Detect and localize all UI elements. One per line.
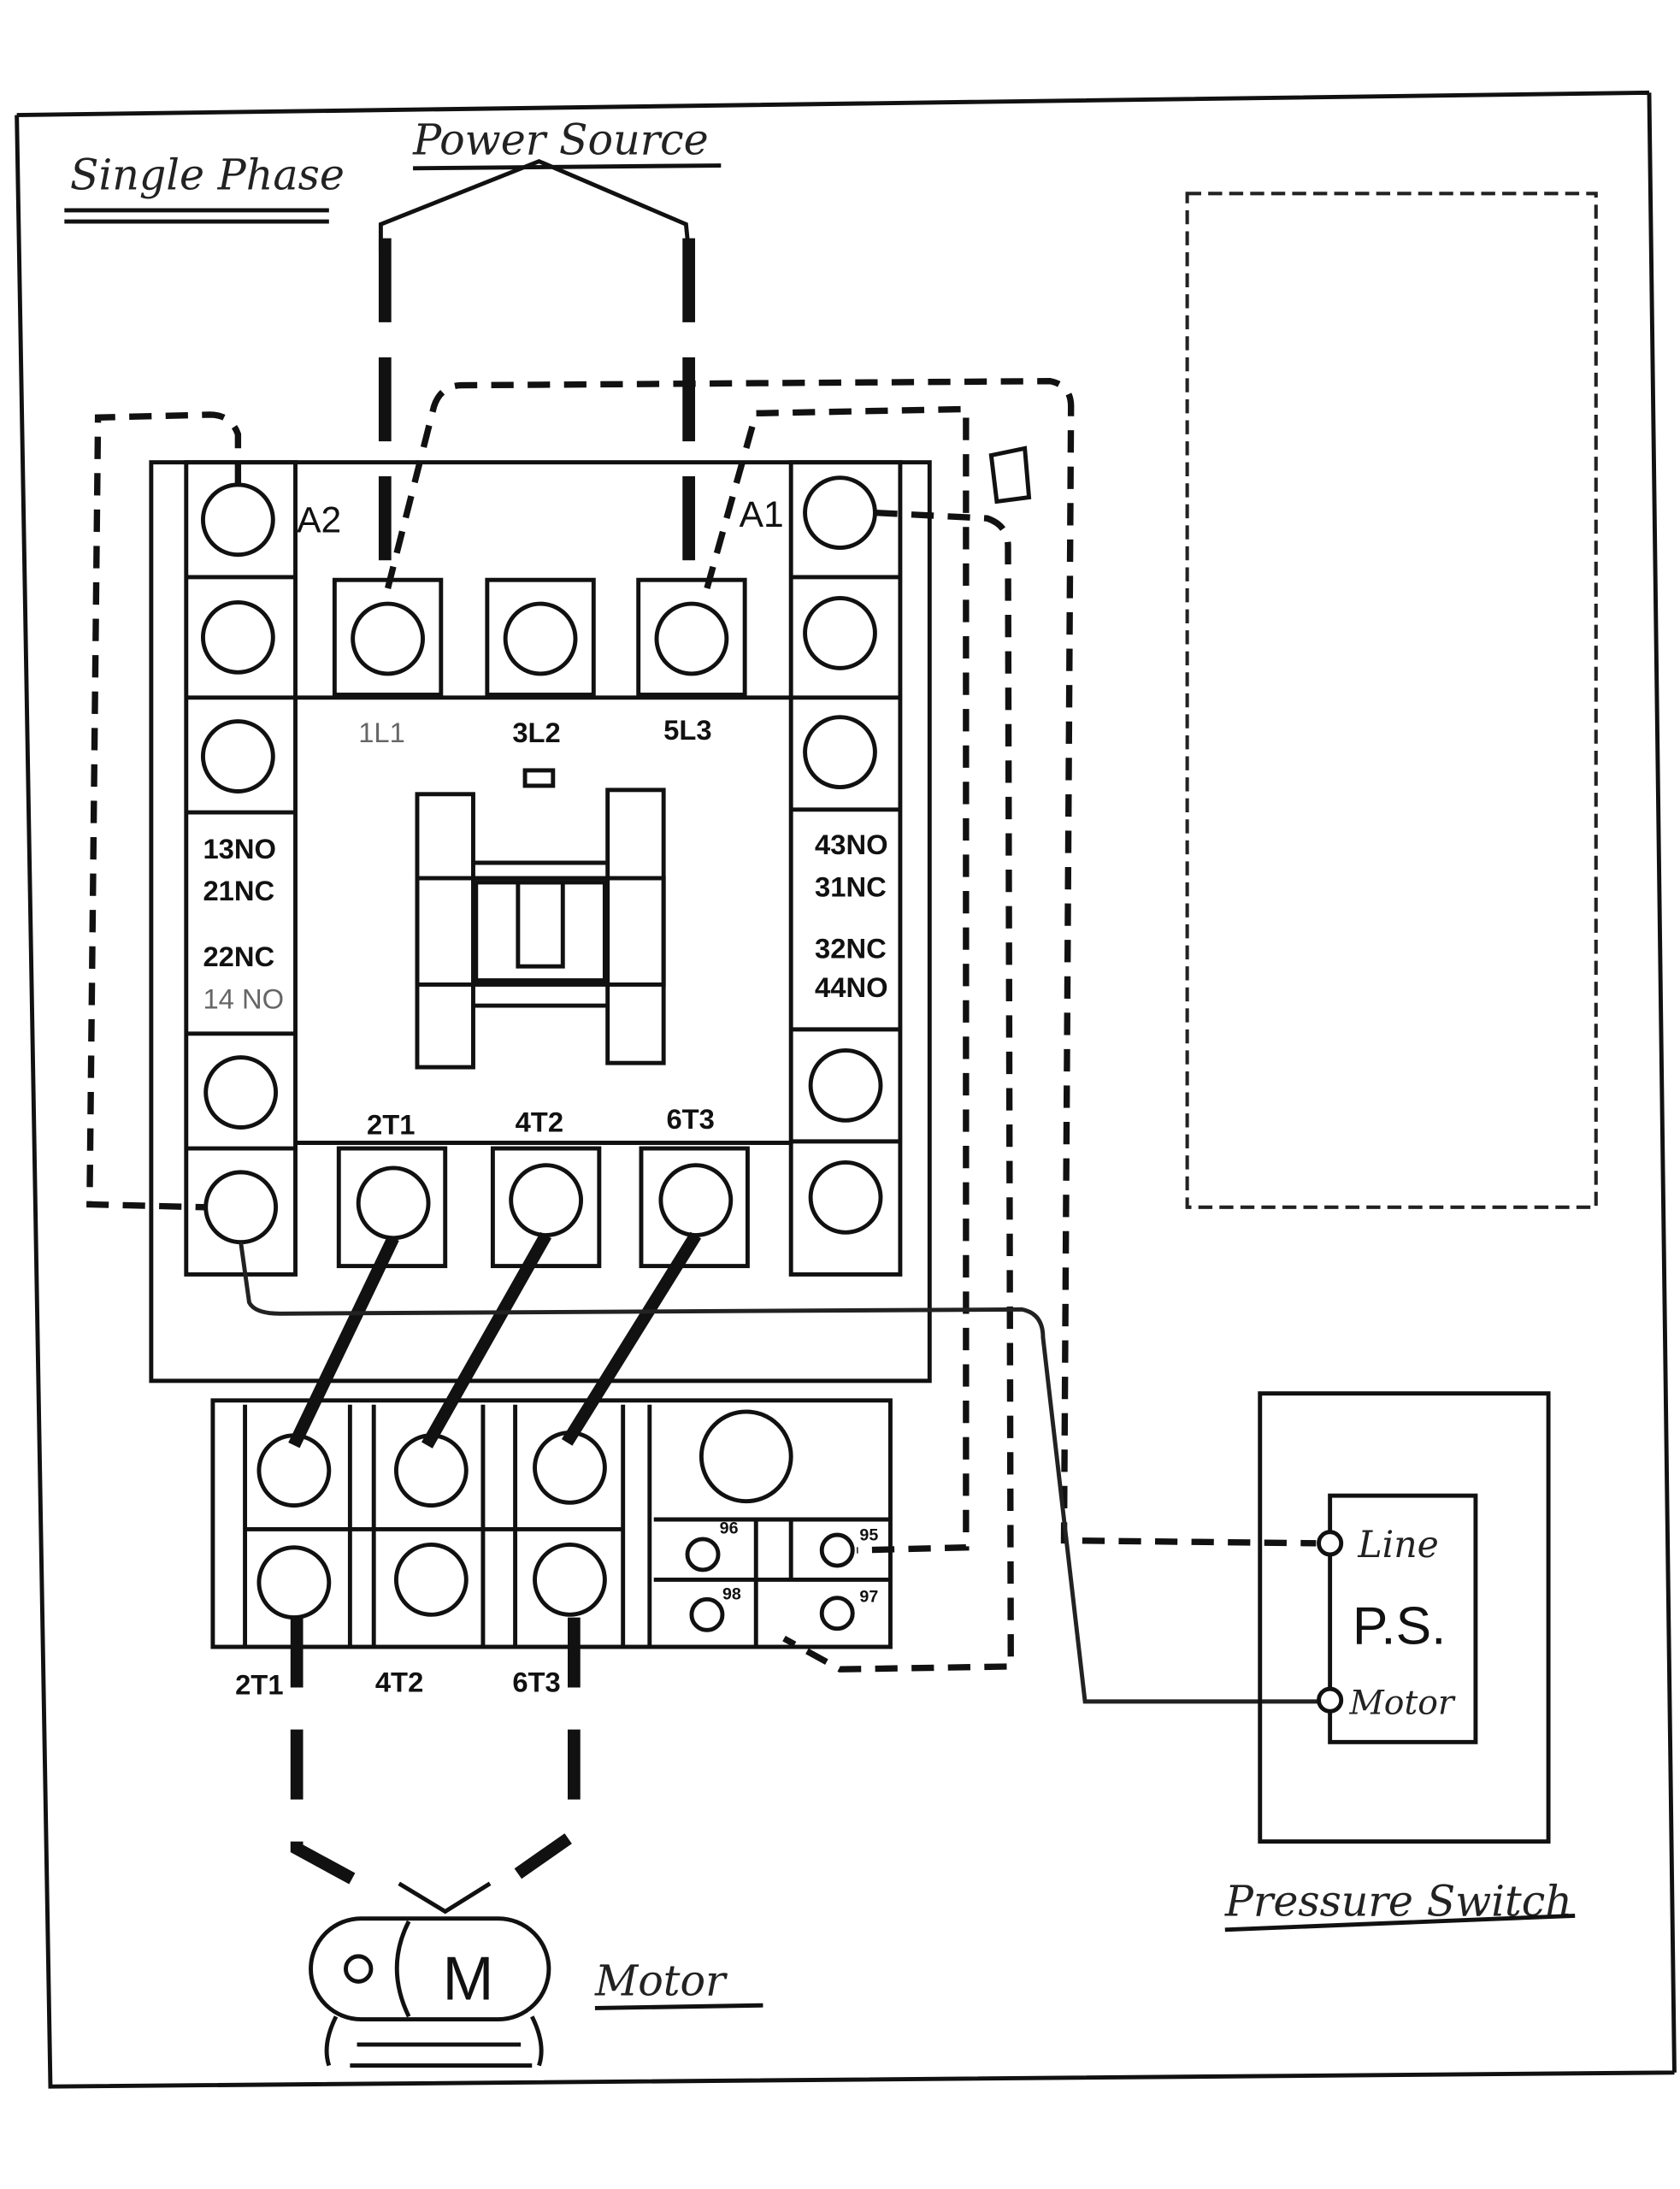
ps-terminal-line[interactable]: [1317, 1530, 1344, 1557]
title-single-phase: Single Phase: [70, 150, 345, 199]
terminal[interactable]: [808, 1047, 883, 1123]
title-underline: [413, 163, 722, 171]
terminal[interactable]: [200, 599, 275, 675]
aux-label: 32NC: [815, 932, 887, 964]
overload-relay: [210, 1398, 893, 1649]
motor-leads: [290, 1617, 581, 1890]
wire-to-ps-motor: [239, 1242, 1323, 1704]
aux-terminal-98[interactable]: [689, 1596, 725, 1632]
terminal-6t3[interactable]: [658, 1163, 734, 1238]
title-underline: [64, 208, 329, 224]
overload-terminal[interactable]: [256, 1433, 332, 1508]
wire-a1-to-95: [704, 405, 970, 1554]
aux-terminal-97[interactable]: [819, 1596, 855, 1631]
coil-label-a2: A2: [297, 500, 341, 541]
page-border: [15, 90, 1677, 2089]
overload-label-6t3: 6T3: [512, 1666, 560, 1697]
terminal[interactable]: [203, 1055, 279, 1130]
aux-label: 44NO: [815, 971, 888, 1003]
motor-lead-junction: [398, 1881, 492, 1915]
title-underline: [594, 2003, 763, 2010]
contactor-to-overload-wires: [288, 1231, 702, 1449]
aux-label: 14 NO: [203, 982, 284, 1014]
ps-label-line: Line: [1357, 1524, 1438, 1567]
terminal-5l3[interactable]: [654, 601, 729, 676]
label-6t3: 6T3: [666, 1103, 714, 1135]
label-2t1: 2T1: [367, 1109, 415, 1141]
terminal[interactable]: [808, 1159, 883, 1235]
terminal[interactable]: [803, 596, 877, 670]
wire-a2-loop: [86, 411, 242, 1211]
empty-dashed-box: [1185, 192, 1598, 1209]
aux-label: 13NO: [203, 833, 276, 864]
aux-label: 43NO: [815, 829, 888, 860]
overload-label-2t1: 2T1: [235, 1669, 283, 1701]
label-5l3: 5L3: [663, 714, 711, 746]
pressure-switch-box: [1258, 1391, 1551, 1844]
power-line-wires: [378, 238, 696, 589]
terminal[interactable]: [803, 715, 877, 790]
motor-m-label: M: [442, 1945, 493, 2014]
motor-symbol: [309, 1916, 551, 2068]
overload-terminal-6t3[interactable]: [533, 1543, 607, 1617]
aux-label-97: 97: [859, 1588, 878, 1607]
terminal-2t1[interactable]: [356, 1165, 431, 1241]
terminal-4t2[interactable]: [509, 1163, 584, 1238]
aux-terminal-95[interactable]: [819, 1532, 855, 1568]
pressure-switch-inner: [1328, 1493, 1478, 1744]
reset-button[interactable]: [699, 1409, 793, 1504]
power-source-wire: [378, 158, 692, 253]
terminal[interactable]: [200, 719, 275, 794]
terminal-1l1[interactable]: [351, 601, 425, 676]
ps-label-motor: Motor: [1349, 1685, 1456, 1723]
aux-label: 21NC: [203, 875, 274, 906]
ps-label: P.S.: [1353, 1597, 1447, 1656]
aux-terminal-96[interactable]: [685, 1537, 721, 1572]
label-1l1: 1L1: [358, 717, 405, 748]
fuse-icon: [988, 445, 1032, 504]
aux-label-95: 95: [859, 1526, 878, 1545]
wire-a1-to-97: [782, 509, 1014, 1673]
ps-terminal-motor[interactable]: [1317, 1686, 1344, 1714]
aux-label: 22NC: [203, 941, 274, 972]
terminal[interactable]: [203, 1170, 279, 1245]
terminal-3l2[interactable]: [503, 601, 578, 676]
terminal-a2[interactable]: [200, 482, 275, 558]
label-3l2: 3L2: [512, 717, 560, 748]
aux-label: 31NC: [815, 870, 887, 902]
overload-label-4t2: 4T2: [375, 1666, 423, 1697]
title-power-source: Power Source: [412, 115, 709, 164]
overload-terminal-2t1[interactable]: [256, 1545, 332, 1620]
overload-terminal-4t2[interactable]: [393, 1543, 469, 1617]
title-motor: Motor: [594, 1956, 728, 2006]
label-4t2: 4T2: [516, 1106, 563, 1137]
aux-label-98: 98: [722, 1584, 741, 1603]
coil-label-a1: A1: [740, 494, 784, 535]
wire-l1-to-ps-line: [385, 378, 1317, 1547]
terminal-a1[interactable]: [803, 475, 877, 551]
title-underline: [1224, 1913, 1576, 1932]
aux-label-96: 96: [720, 1519, 739, 1537]
